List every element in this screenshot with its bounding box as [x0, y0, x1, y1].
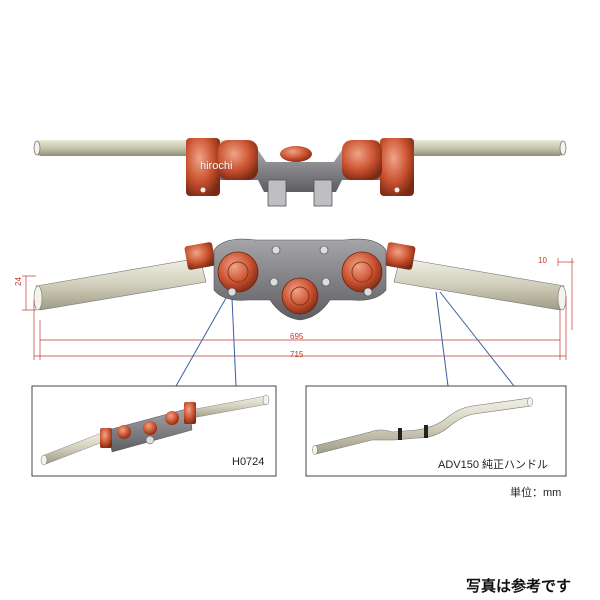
front-left-bar — [34, 140, 230, 156]
front-right-bar-end — [559, 140, 567, 156]
front-right-bar — [368, 140, 566, 156]
front-clamp-left — [186, 138, 220, 196]
plan-clamp-left — [184, 242, 216, 270]
dimension-lines — [22, 258, 574, 360]
front-left-bar-end — [33, 140, 41, 156]
front-cap-left — [218, 140, 258, 180]
front-bridge — [218, 150, 382, 192]
front-center-nut — [280, 146, 312, 162]
inset-left-product — [40, 394, 270, 466]
plan-right-bar — [393, 257, 565, 311]
plan-cap-right — [341, 251, 383, 293]
dimension-inner-width-label: 695 — [290, 332, 304, 341]
plan-center-nut — [281, 277, 319, 315]
watermark-text: hirochi — [200, 160, 233, 172]
unit-label: 単位：mm — [510, 487, 562, 499]
inset-right-label: ADV150 純正ハンドル — [438, 459, 549, 471]
dimension-overall-width-label: 715 — [290, 350, 304, 359]
front-cap-right — [342, 140, 382, 180]
front-clamp-right — [380, 138, 414, 196]
front-riser-left — [267, 179, 287, 207]
front-view — [33, 138, 567, 207]
plan-view — [33, 238, 567, 321]
plan-clamp-right — [384, 242, 416, 270]
footer-note: 写真は参考です — [466, 578, 572, 595]
dimension-height-label: 24 — [14, 277, 23, 286]
plan-cap-left — [217, 251, 259, 293]
inset-left-label: H0724 — [232, 456, 265, 468]
dimension-end-label: 10 — [538, 256, 547, 265]
inset-right-handlebar — [312, 397, 533, 455]
front-riser-right — [313, 179, 333, 207]
plan-left-bar — [35, 257, 207, 311]
leader-lines — [175, 291, 515, 387]
